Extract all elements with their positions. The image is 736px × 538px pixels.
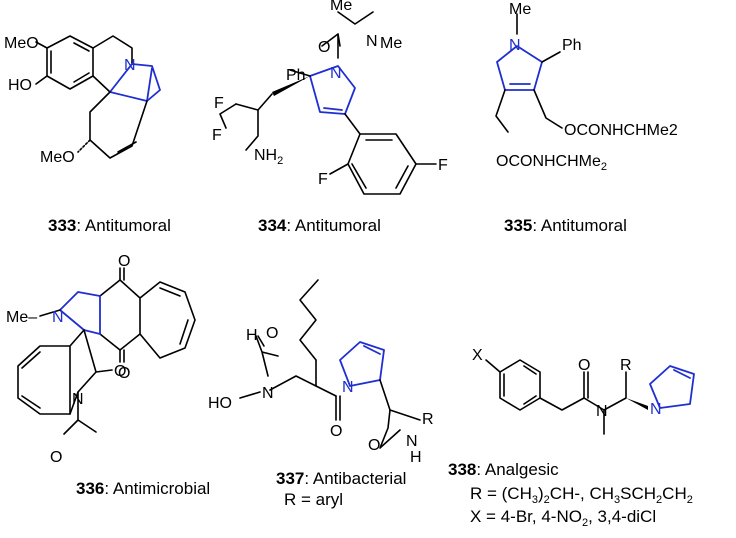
n-label-336b: N: [72, 391, 84, 408]
me-label-336: Me–: [6, 309, 37, 326]
f-label-334b: F: [212, 127, 222, 144]
o-label-334: O: [318, 39, 330, 56]
caption-334: 334: Antitumoral: [258, 216, 381, 235]
n-label-336a: N: [52, 309, 64, 326]
me-label-335: Me: [509, 1, 531, 18]
structure-333: MeO HO N MeO: [4, 35, 161, 166]
n-label-333: N: [124, 57, 136, 74]
x-label-338: X: [472, 347, 483, 364]
f-label-334d: F: [438, 157, 448, 174]
structure-334: Me N Me O Ph N F F NH2 F F: [212, 0, 448, 195]
o-label-338: O: [578, 357, 590, 374]
note-337: R = aryl: [284, 490, 343, 509]
me-label-334b: Me: [380, 35, 402, 52]
n-label-338b: N: [650, 401, 662, 418]
structure-336: O O O Me– N N O: [6, 253, 196, 466]
n-ring-334: N: [330, 65, 342, 82]
caption-337: 337: Antibacterial: [276, 469, 406, 488]
r-label-337: R: [422, 411, 434, 428]
caption-338: 338: Analgesic: [448, 460, 559, 479]
o-label-336d: O: [50, 449, 62, 466]
n-amide-334: N: [366, 33, 378, 50]
r-label-338: R: [620, 357, 632, 374]
nh2-label-334: NH2: [254, 147, 283, 167]
o-label-336c: O: [114, 363, 126, 380]
n-label-338a: N: [596, 403, 608, 420]
o-label-336a: O: [118, 253, 130, 270]
ph-label-334: Ph: [286, 67, 306, 84]
f-label-334c: F: [318, 171, 328, 188]
h-label-337: H: [246, 327, 258, 344]
f-label-334a: F: [214, 95, 224, 112]
me-label-334a: Me: [330, 0, 352, 14]
ho-label-337: HO: [208, 395, 232, 412]
o-label-336b: O: [118, 365, 130, 382]
o-label-337c: O: [368, 437, 380, 454]
carbamate-label-335a: OCONHCHMe2: [564, 122, 678, 139]
ho-label-333: HO: [8, 77, 32, 94]
caption-336: 336: Antimicrobial: [76, 479, 210, 498]
o-label-337b: O: [330, 423, 342, 440]
nh-label-337: N: [406, 433, 418, 450]
caption-335: 335: Antitumoral: [504, 216, 627, 235]
note-338-x: X = 4-Br, 4-NO2, 3,4-diCl: [470, 507, 656, 529]
n-label-335: N: [509, 37, 521, 54]
ph-label-335: Ph: [562, 37, 582, 54]
note-338-r: R = (CH3)2CH-, CH3SCH2CH2: [470, 484, 693, 506]
meo-label-333b: MeO: [40, 149, 75, 166]
structure-338: X O N R N: [472, 347, 695, 435]
structure-335: Me N Ph OCONHCHMe2 OCONHCHMe2: [495, 1, 678, 173]
structure-337: H O N HO N O O N H R: [208, 279, 434, 466]
n-label-337a: N: [262, 385, 274, 402]
h-label-337b: H: [410, 449, 422, 466]
meo-label-333a: MeO: [4, 35, 39, 52]
n-label-337b: N: [342, 379, 354, 396]
caption-333: 333: Antitumoral: [48, 216, 171, 235]
o-label-337a: O: [266, 325, 278, 342]
carbamate-label-335b: OCONHCHMe2: [496, 153, 607, 173]
